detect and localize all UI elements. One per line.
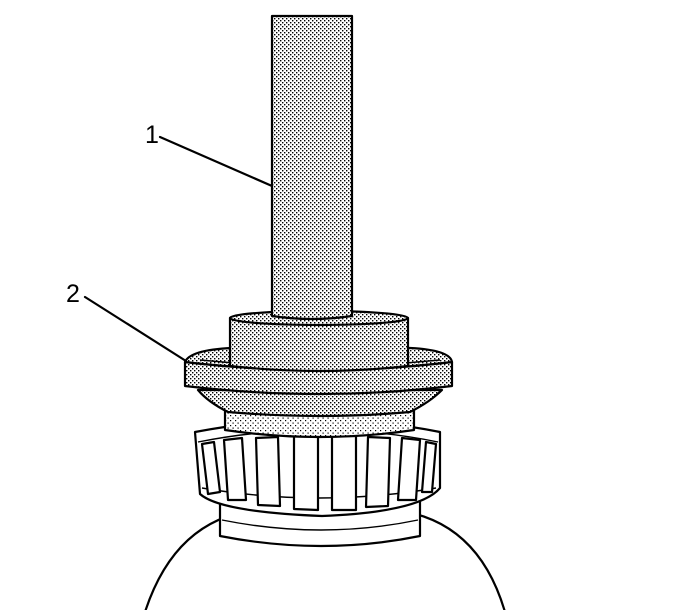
roller-bearing — [193, 418, 442, 518]
leader-lines — [83, 135, 274, 363]
callout-label-1: 1 — [145, 121, 159, 149]
callout-label-2: 2 — [66, 280, 80, 308]
driver-handle — [270, 14, 354, 321]
leader-line-2 — [83, 295, 188, 363]
leader-line-1 — [158, 135, 274, 188]
